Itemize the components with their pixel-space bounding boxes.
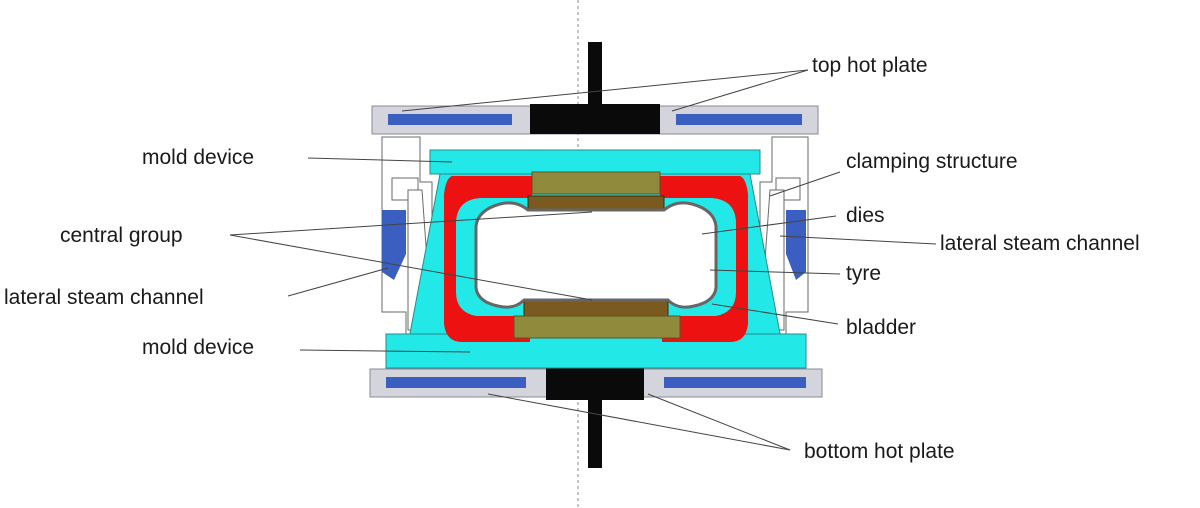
label-dies: dies <box>846 204 885 227</box>
top-heater-left <box>388 114 512 125</box>
label-bottom-hot-plate: bottom hot plate <box>804 440 955 463</box>
top-heater-right <box>676 114 802 125</box>
leader-lines <box>229 69 937 451</box>
bottom-heater-left <box>386 377 526 388</box>
label-top-hot-plate: top hot plate <box>812 54 928 77</box>
label-mold-device-bottom: mold device <box>142 336 255 359</box>
label-bladder: bladder <box>846 316 917 339</box>
label-lateral-steam-channel-left: lateral steam channel <box>4 286 204 309</box>
central-group-bottom-block <box>513 315 681 339</box>
lateral-steam-channel-right-shape <box>786 210 806 280</box>
label-mold-device-top: mold device <box>142 146 255 169</box>
bottom-shaft-hub <box>546 367 644 400</box>
mold-device-top-plate <box>429 149 761 175</box>
label-tyre: tyre <box>846 262 882 285</box>
lateral-steam-channel-left-shape <box>382 210 406 280</box>
central-group-top-block <box>531 171 661 195</box>
central-shaft-bottom <box>588 400 602 468</box>
label-central-group: central group <box>60 224 183 247</box>
label-lateral-steam-channel-right: lateral steam channel <box>940 232 1140 255</box>
mold-device-bottom-plate <box>385 333 807 369</box>
bottom-heater-right <box>664 377 806 388</box>
tyre-cavity <box>474 201 718 309</box>
central-shaft-top <box>588 42 602 110</box>
top-shaft-hub <box>530 104 660 134</box>
label-clamping-structure: clamping structure <box>846 150 1018 173</box>
